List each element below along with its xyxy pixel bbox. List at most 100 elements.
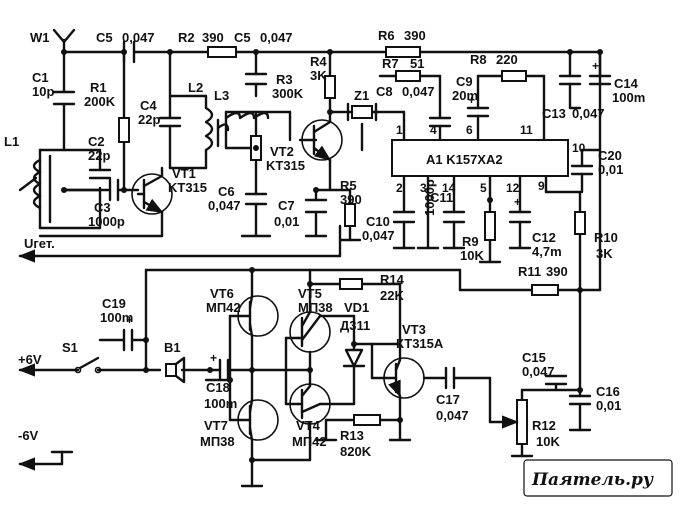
label-vt3: VT3 bbox=[402, 322, 426, 337]
pin-10: 10 bbox=[572, 141, 586, 155]
label-c3: C3 bbox=[94, 200, 111, 215]
label-c7: C7 bbox=[278, 198, 295, 213]
label-c16-value: 0,01 bbox=[596, 398, 621, 413]
label-ugen: Uгет. bbox=[24, 236, 55, 251]
label-vt4-type: МП42 bbox=[292, 434, 327, 449]
label-c11: C11 bbox=[430, 190, 453, 205]
label-l3: L3 bbox=[214, 88, 229, 103]
label-c15-value: 0,047 bbox=[522, 364, 555, 379]
label-plus6v: +6V bbox=[18, 352, 42, 367]
watermark: Паяmель.ру bbox=[523, 459, 673, 497]
svg-text:+: + bbox=[514, 195, 521, 209]
label-r11: R11 bbox=[518, 264, 541, 279]
label-r14: R14 bbox=[380, 272, 405, 287]
label-s1: S1 bbox=[62, 340, 78, 355]
label-vt2-type: KT315 bbox=[266, 158, 305, 173]
pin-5: 5 bbox=[480, 181, 487, 195]
svg-text:+: + bbox=[210, 351, 217, 365]
label-r12: R12 bbox=[532, 418, 556, 433]
label-c8-value: 0,047 bbox=[402, 84, 435, 99]
label-a1: A1 K157XA2 bbox=[426, 152, 503, 167]
label-r12-value: 10K bbox=[536, 434, 560, 449]
label-c9: C9 bbox=[456, 74, 473, 89]
label-b1: B1 bbox=[164, 340, 181, 355]
label-vt1-type: KT315 bbox=[168, 180, 207, 195]
label-c4-value: 22p bbox=[138, 112, 160, 127]
label-c19: C19 bbox=[102, 296, 126, 311]
svg-text:+: + bbox=[126, 313, 133, 327]
label-c18-value: 100m bbox=[204, 396, 237, 411]
ic-pin-numbers: 1 4 6 11 10 2 3 14 5 12 9 bbox=[396, 123, 586, 195]
label-c12-value: 4,7m bbox=[532, 244, 562, 259]
component-labels: W1 C1 10p C5 0,047 R2 390 C5 0,047 R6 39… bbox=[4, 28, 645, 459]
label-vt6-type: МП42 bbox=[206, 300, 241, 315]
label-r14-value: 22K bbox=[380, 288, 404, 303]
label-c2: C2 bbox=[88, 134, 105, 149]
label-c7-value: 0,01 bbox=[274, 214, 299, 229]
label-c6: C6 bbox=[218, 184, 235, 199]
label-r9: R9 bbox=[462, 234, 479, 249]
label-r8-value: 220 bbox=[496, 52, 518, 67]
label-minus6v: -6V bbox=[18, 428, 39, 443]
label-r9-value: 10K bbox=[460, 248, 484, 263]
label-r7: R7 bbox=[382, 56, 399, 71]
label-vt6: VT6 bbox=[210, 286, 234, 301]
label-c11-value: 1000p bbox=[422, 179, 437, 216]
pin-9: 9 bbox=[538, 179, 545, 193]
label-c5b: C5 bbox=[234, 30, 251, 45]
label-c15: C15 bbox=[522, 350, 546, 365]
label-c3-value: 1000p bbox=[88, 214, 125, 229]
label-r10: R10 bbox=[594, 230, 618, 245]
pin-4: 4 bbox=[430, 123, 437, 137]
label-c14-value: 100m bbox=[612, 90, 645, 105]
label-r3-value: 300K bbox=[272, 86, 304, 101]
junction-dots bbox=[61, 49, 603, 463]
pin-14: 14 bbox=[442, 181, 456, 195]
label-c18: C18 bbox=[206, 380, 230, 395]
label-vt4: VT4 bbox=[296, 418, 321, 433]
label-r13: R13 bbox=[340, 428, 364, 443]
label-l2: L2 bbox=[188, 80, 203, 95]
label-c13-value: 0,047 bbox=[572, 106, 605, 121]
label-z1: Z1 bbox=[354, 88, 369, 103]
label-c14: C14 bbox=[614, 76, 639, 91]
label-vt7-type: МП38 bbox=[200, 434, 235, 449]
label-r13-value: 820K bbox=[340, 444, 372, 459]
label-c17-value: 0,047 bbox=[436, 408, 469, 423]
label-r4-value: 3K bbox=[310, 68, 327, 83]
label-c4: C4 bbox=[140, 98, 157, 113]
label-vt1: VT1 bbox=[172, 166, 196, 181]
label-r1-value: 200K bbox=[84, 94, 116, 109]
label-c10-value: 0,047 bbox=[362, 228, 395, 243]
svg-text:+: + bbox=[468, 93, 475, 107]
label-c5b-value: 0,047 bbox=[260, 30, 293, 45]
label-r6: R6 bbox=[378, 28, 395, 43]
label-r7-value: 51 bbox=[410, 56, 424, 71]
watermark-text: Паяmель.ру bbox=[531, 470, 654, 490]
label-r8: R8 bbox=[470, 52, 487, 67]
pin-11: 11 bbox=[520, 123, 533, 137]
label-c5a: C5 bbox=[96, 30, 113, 45]
label-vt5: VT5 bbox=[298, 286, 322, 301]
label-r1: R1 bbox=[90, 80, 107, 95]
svg-text:+: + bbox=[592, 59, 599, 73]
label-vd1-type: Д311 bbox=[340, 318, 370, 333]
label-r3: R3 bbox=[276, 72, 293, 87]
label-c17: C17 bbox=[436, 392, 460, 407]
label-c13: C13 bbox=[542, 106, 566, 121]
pin-3: 3 bbox=[420, 181, 427, 195]
misc-components: + + + + + bbox=[50, 59, 599, 488]
label-c8: C8 bbox=[376, 84, 393, 99]
label-c20: C20 bbox=[598, 148, 622, 163]
label-vt3-type: КТ315А bbox=[396, 336, 444, 351]
label-c16: C16 bbox=[596, 384, 620, 399]
label-c2-value: 22p bbox=[88, 148, 110, 163]
resistors bbox=[118, 46, 586, 445]
label-c9-value: 20m bbox=[452, 88, 478, 103]
pin-12: 12 bbox=[506, 181, 520, 195]
label-c10: C10 bbox=[366, 214, 390, 229]
pin-6: 6 bbox=[466, 123, 473, 137]
label-c20-value: 0,01 bbox=[598, 162, 623, 177]
pin-2: 2 bbox=[396, 181, 403, 195]
